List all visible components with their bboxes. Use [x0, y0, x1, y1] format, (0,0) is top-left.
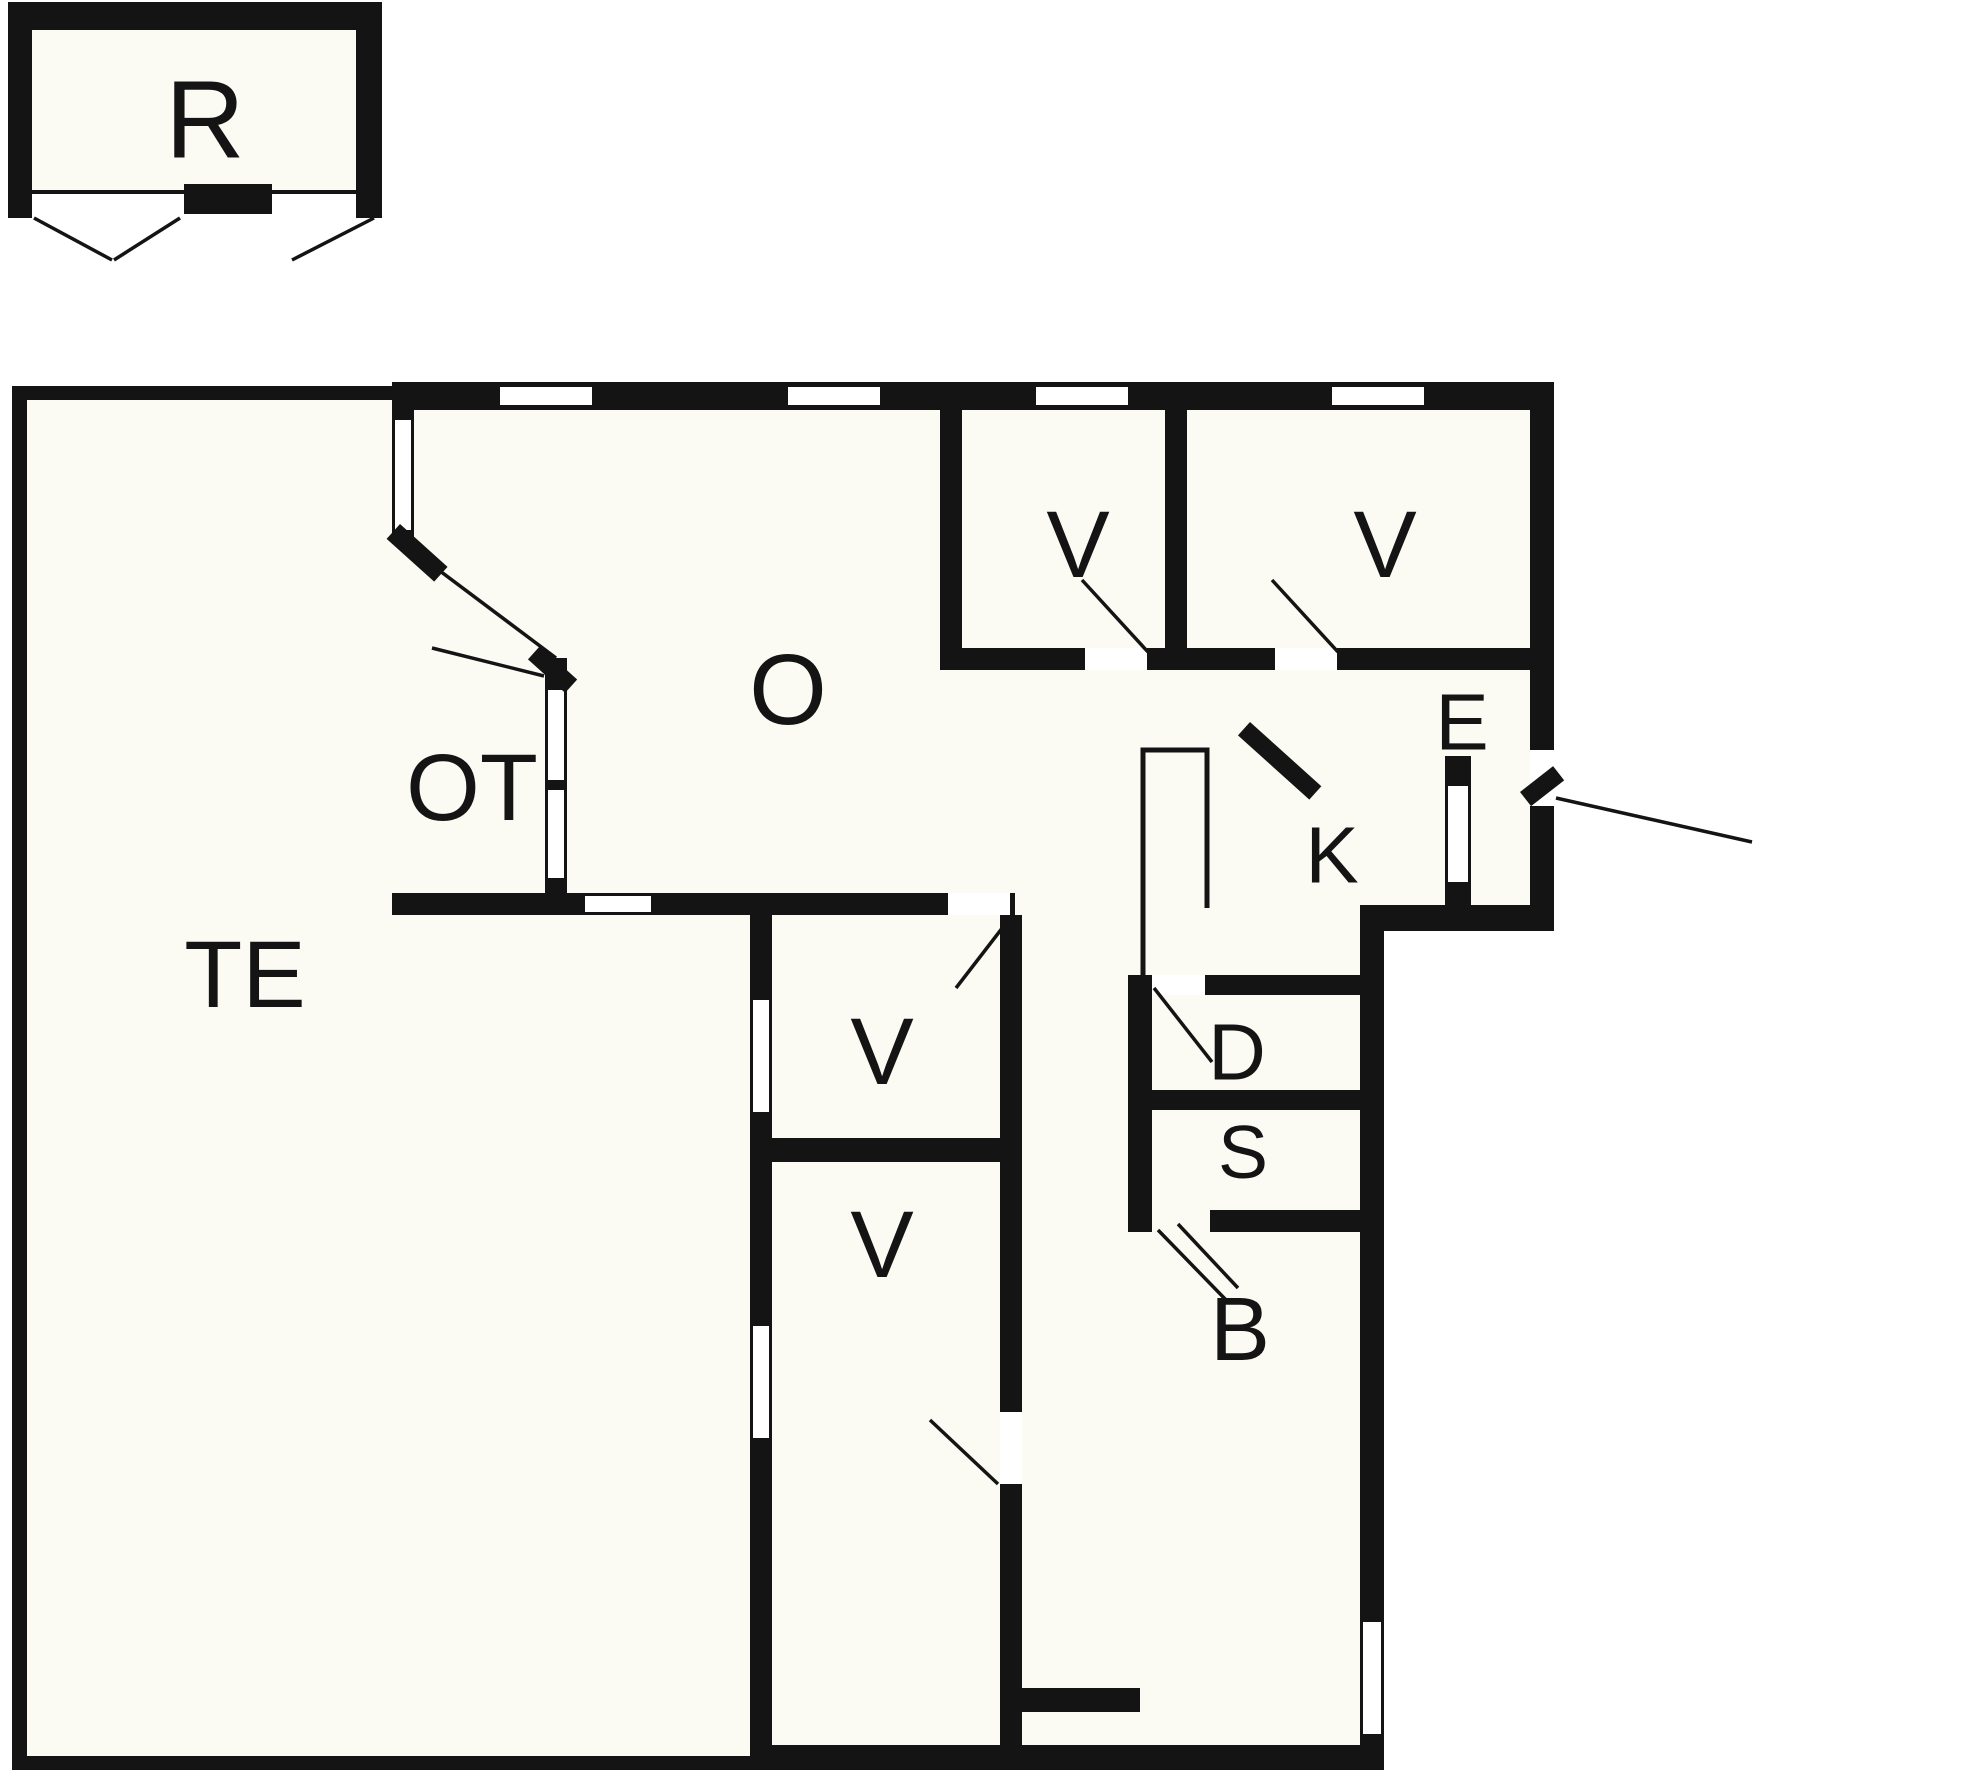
entry-door-swing	[1555, 796, 1753, 844]
kitchen-partition-line	[1140, 747, 1210, 977]
door-opening-toilet	[1152, 975, 1205, 995]
window-top-1	[500, 387, 592, 405]
wall-toilet-shower-divider	[1128, 1090, 1360, 1110]
room-label-bedroom-2: V	[1353, 492, 1416, 598]
window-mid-horizontal	[585, 896, 651, 912]
wall-hall-left	[1000, 915, 1022, 1770]
terrace-border-bottom	[12, 1756, 772, 1770]
room-label-bedroom-4: V	[850, 1192, 913, 1298]
garage-floor	[30, 28, 358, 194]
door-opening-bedroom3	[948, 893, 1010, 915]
window-bedroom3	[753, 1000, 769, 1112]
wall-bedrooms-top-divider	[940, 648, 1554, 670]
wall-hall-bottom	[1005, 1688, 1140, 1712]
window-kitchen	[1448, 786, 1468, 882]
room-label-toilet: D	[1208, 1008, 1266, 1097]
room-label-shower: S	[1218, 1110, 1268, 1194]
ot-door-leaf-2	[527, 646, 578, 693]
garage-wall-left	[8, 2, 32, 218]
garage-door-swing	[113, 216, 181, 262]
window-bath-right	[1363, 1622, 1381, 1734]
main-floor	[12, 386, 1554, 1770]
door-opening-bedroom2	[1275, 648, 1337, 670]
garage-door-swing	[291, 216, 375, 262]
wall-living-bedroom1	[940, 382, 962, 670]
wall-toilet-top	[1205, 975, 1384, 995]
garage-door-swing	[33, 216, 113, 262]
window-ot-1	[548, 690, 564, 780]
window-top-2	[788, 387, 880, 405]
ot-door-swing	[431, 646, 545, 678]
wall-bottom	[750, 1745, 1382, 1770]
wall-bedroom3-4-divider	[750, 1138, 1022, 1162]
room-label-garage: R	[165, 59, 244, 182]
main-building	[12, 382, 1753, 1776]
window-top-3	[1036, 387, 1128, 405]
wall-mid-horizontal	[392, 893, 1015, 915]
toilet-door-swing	[1152, 986, 1214, 1064]
room-label-terrace: TE	[184, 922, 305, 1028]
kitchen-door-leaf	[1237, 722, 1322, 800]
room-labels: R TE OT O V V E K V V D S B	[165, 59, 1488, 1381]
wall-shower-bath-divider	[1210, 1210, 1360, 1232]
window-top-4	[1332, 387, 1424, 405]
terrace-border-top	[12, 386, 400, 400]
window-ot-2	[548, 790, 564, 878]
room-label-entry: E	[1435, 678, 1488, 767]
garage-door-post	[184, 184, 272, 214]
room-label-covered-terrace: OT	[406, 735, 538, 841]
room-label-bedroom-1: V	[1046, 492, 1109, 598]
bath-door-swing	[1176, 1222, 1240, 1290]
bedroom3-door-swing	[954, 916, 1012, 990]
bedroom4-door-swing	[928, 1418, 1000, 1486]
bedroom1-door-swing	[1080, 578, 1150, 654]
garage-wall-top	[8, 2, 382, 30]
room-label-living-room: O	[749, 634, 827, 746]
ot-door-swing	[418, 554, 558, 660]
bedroom2-door-swing	[1270, 578, 1340, 654]
room-label-bedroom-3: V	[850, 999, 913, 1105]
wall-bedroom1-2-divider	[1165, 382, 1187, 670]
wall-kitchen-bottom	[1360, 905, 1554, 931]
room-label-bathroom: B	[1210, 1280, 1270, 1380]
door-opening-bedroom1	[1085, 648, 1147, 670]
window-left-upper	[395, 420, 411, 530]
door-opening-bedroom4	[1000, 1412, 1022, 1484]
terrace-border-left	[12, 386, 27, 1770]
window-bedroom4	[753, 1326, 769, 1438]
entry-door-leaf	[1520, 766, 1565, 807]
bath-door-swing	[1156, 1228, 1230, 1304]
garage-wall-right	[356, 2, 382, 218]
room-label-kitchen: K	[1305, 811, 1358, 900]
outside-area	[1384, 931, 1580, 1776]
garage-building	[8, 2, 382, 262]
